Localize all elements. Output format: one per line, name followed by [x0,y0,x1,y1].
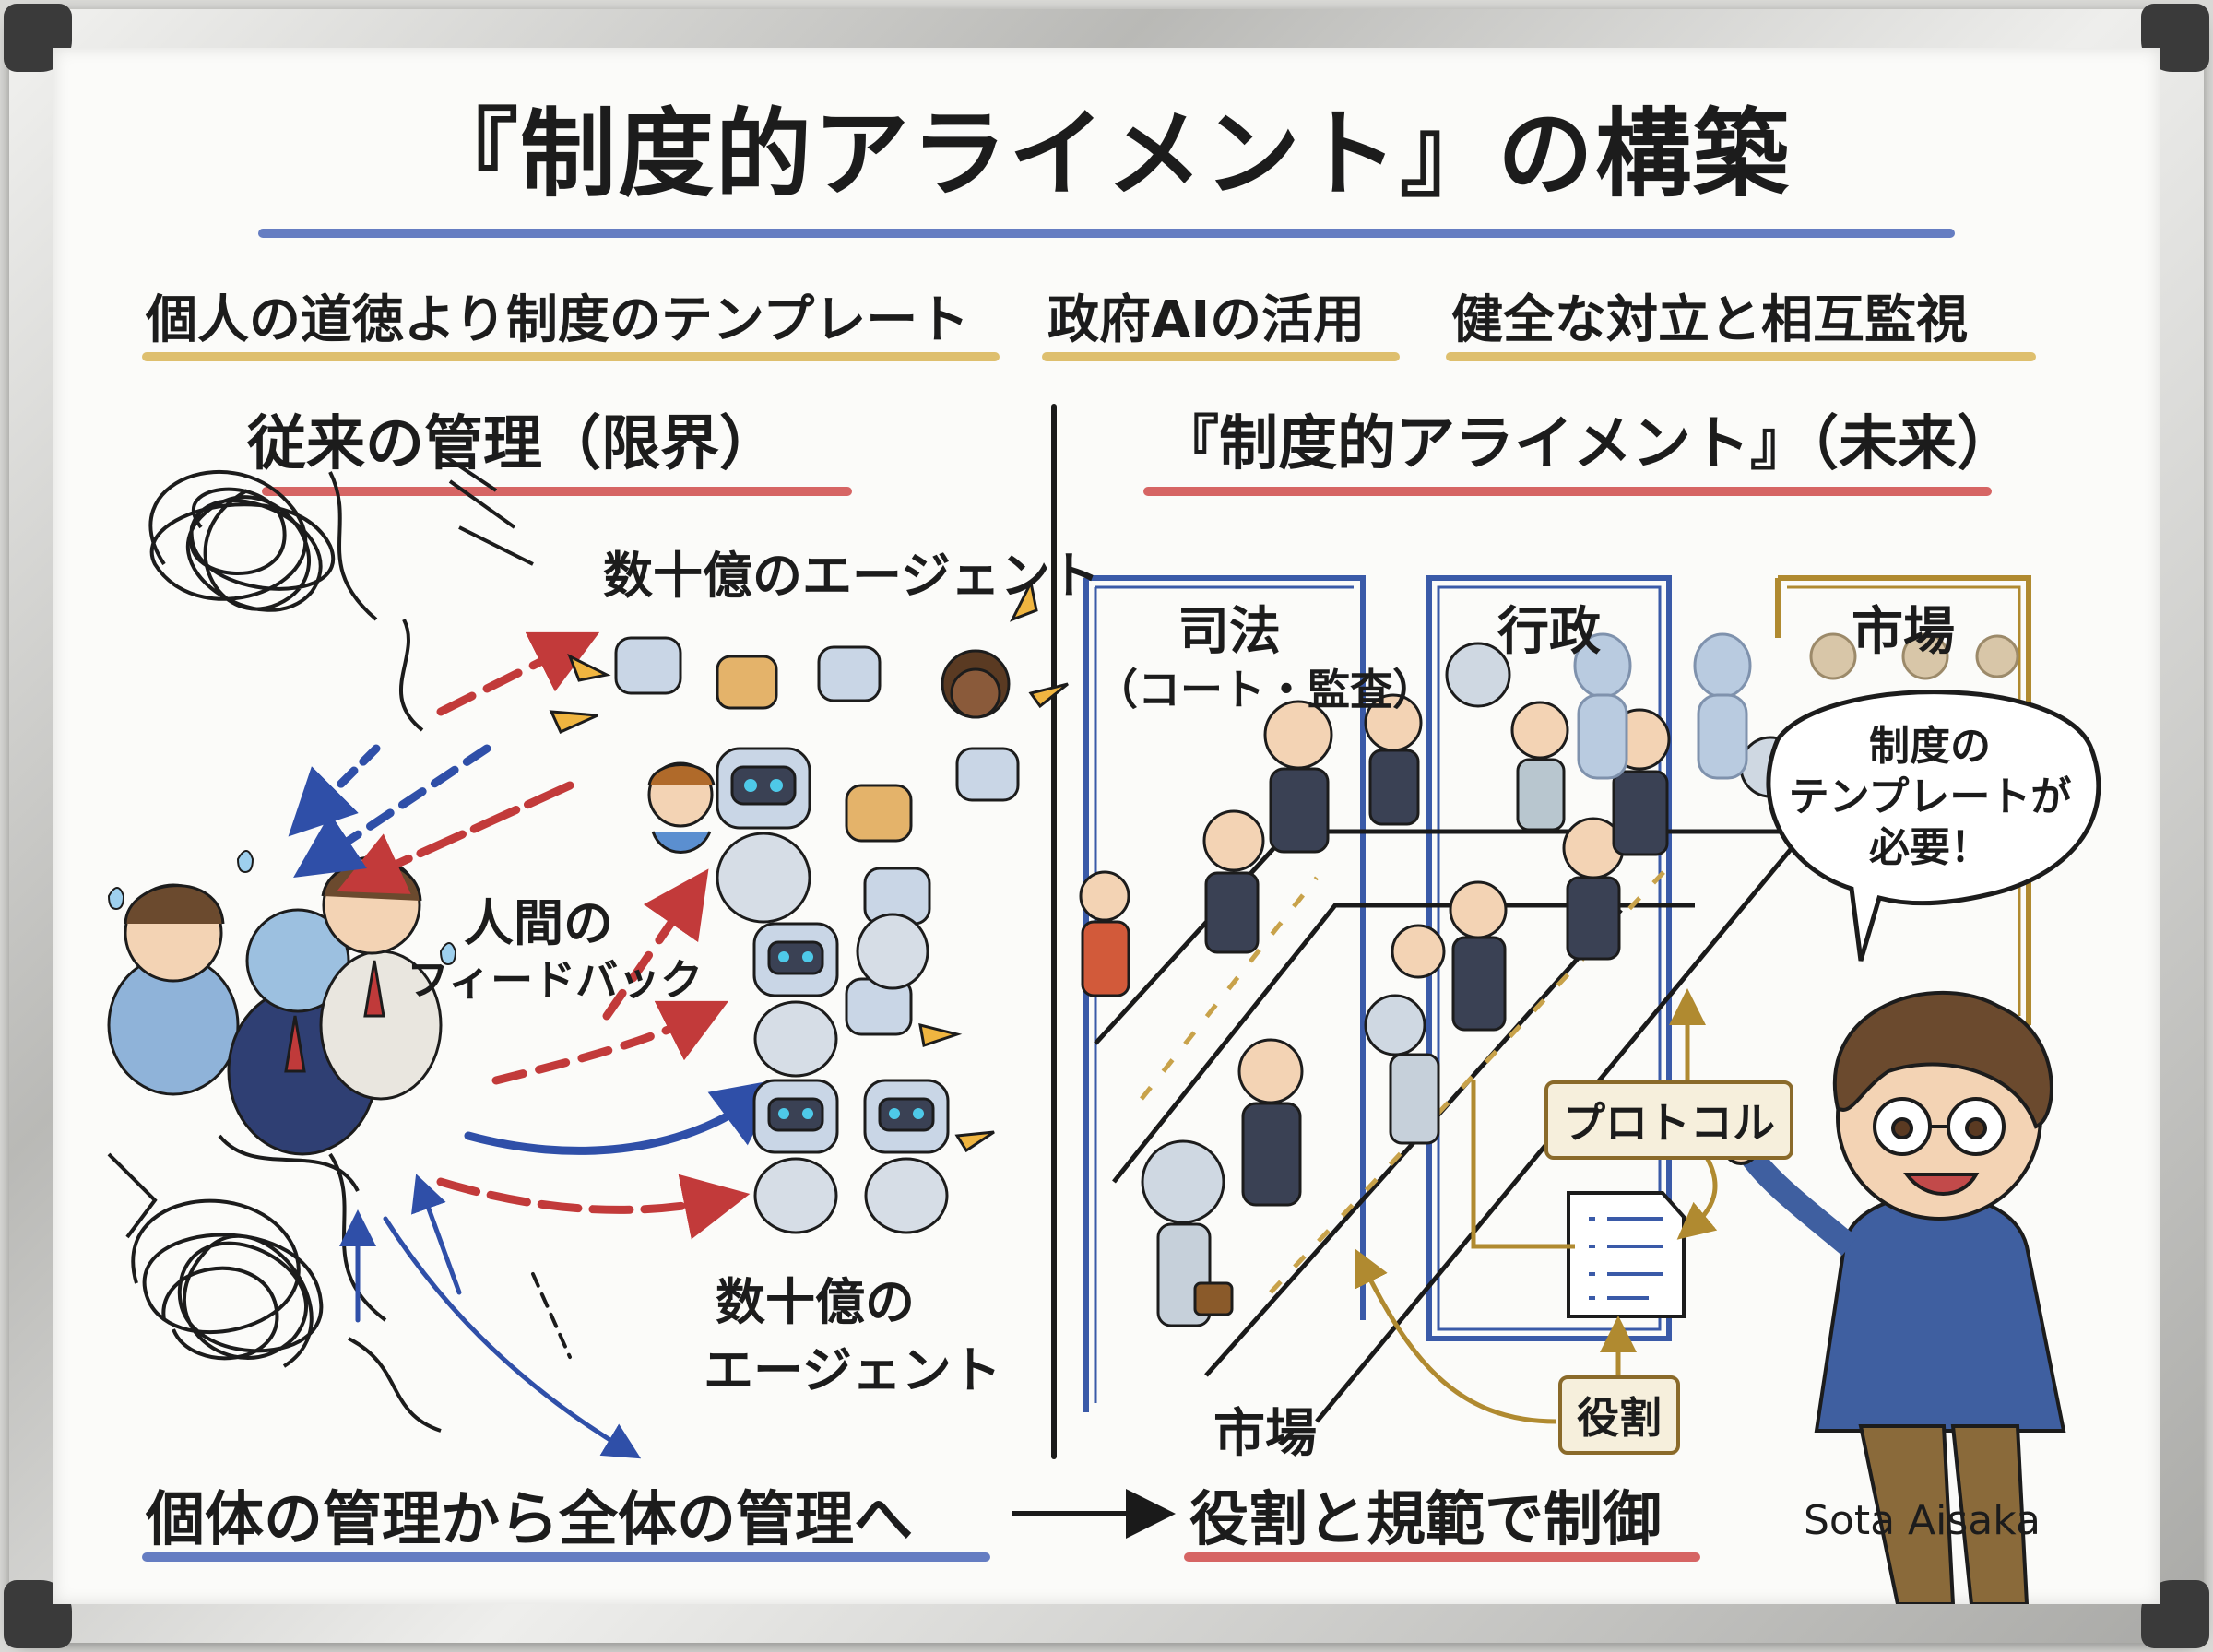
footer-left-underline [142,1552,990,1562]
agents-top-label: 数十億のエージェント [603,547,1100,605]
subtitle-underline [1042,352,1400,361]
chaos-scribble-bottom [107,1134,442,1433]
illustration-layer [107,452,2101,1604]
market-bottom-label: 市場 [1213,1404,1317,1464]
feedback-label-line1: 人間の [464,894,613,952]
feedback-arrows [288,631,781,1459]
author-signature: Sota Aisaka [1804,1497,2041,1544]
title-underline [258,229,1955,238]
speech-bubble [1766,690,2101,962]
market-top-label: 市場 [1852,602,1955,662]
center-divider [1051,404,1057,1459]
chaos-scribble-top [148,452,534,732]
sweat-drops [107,850,457,966]
bubble-line-3: 必要！ [1869,824,1991,871]
judiciary-sub-label: （コート・監査） [1095,665,1435,714]
subtitle-template: 個人の道徳より制度のテンプレート [146,290,970,350]
agents-bottom-label-line1: 数十億の [716,1273,915,1331]
agent-crowd [549,578,1069,1234]
speech-bubble-text: 制度の テンプレートが 必要！ [1787,721,2073,873]
flow-arrows [1355,988,1718,1424]
footer-right-text: 役割と規範で制御 [1189,1486,1662,1554]
footer-left-text: 個体の管理から全体の管理へ [146,1486,913,1554]
bubble-line-2: テンプレートが [1788,773,2072,820]
presenter [1722,990,2066,1604]
protocol-document [1567,1191,1686,1318]
administration-label: 行政 [1497,602,1601,662]
subtitle-gov-ai: 政府AIの活用 [1047,290,1366,350]
judiciary-label: 司法 [1178,602,1281,662]
stressed-humans [107,856,443,1156]
page-title: 『制度的アライメント』の構築 [421,98,1791,210]
right-heading-underline [1143,487,1992,496]
left-heading: 従来の管理（限界） [247,410,778,478]
agents-bottom-label-line2: エージェント [704,1341,1001,1399]
subtitle-checks: 健全な対立と相互監視 [1451,290,1968,350]
subtitle-underline [142,352,1000,361]
whiteboard: 『制度的アライメント』の構築 個人の道徳より制度のテンプレート 政府AIの活用 … [53,48,2160,1604]
protocol-tag: プロトコル [1544,1080,1793,1160]
left-heading-underline [262,487,852,496]
feedback-label-line2: フィードバック [407,955,704,1005]
bubble-line-1: 制度の [1869,723,1991,770]
road-dashes [1140,867,1669,1294]
subtitle-underline [1446,352,2036,361]
right-heading: 『制度的アライメント』（未来） [1160,410,2016,478]
footer-right-underline [1184,1552,1700,1562]
role-tag: 役割 [1558,1375,1680,1455]
